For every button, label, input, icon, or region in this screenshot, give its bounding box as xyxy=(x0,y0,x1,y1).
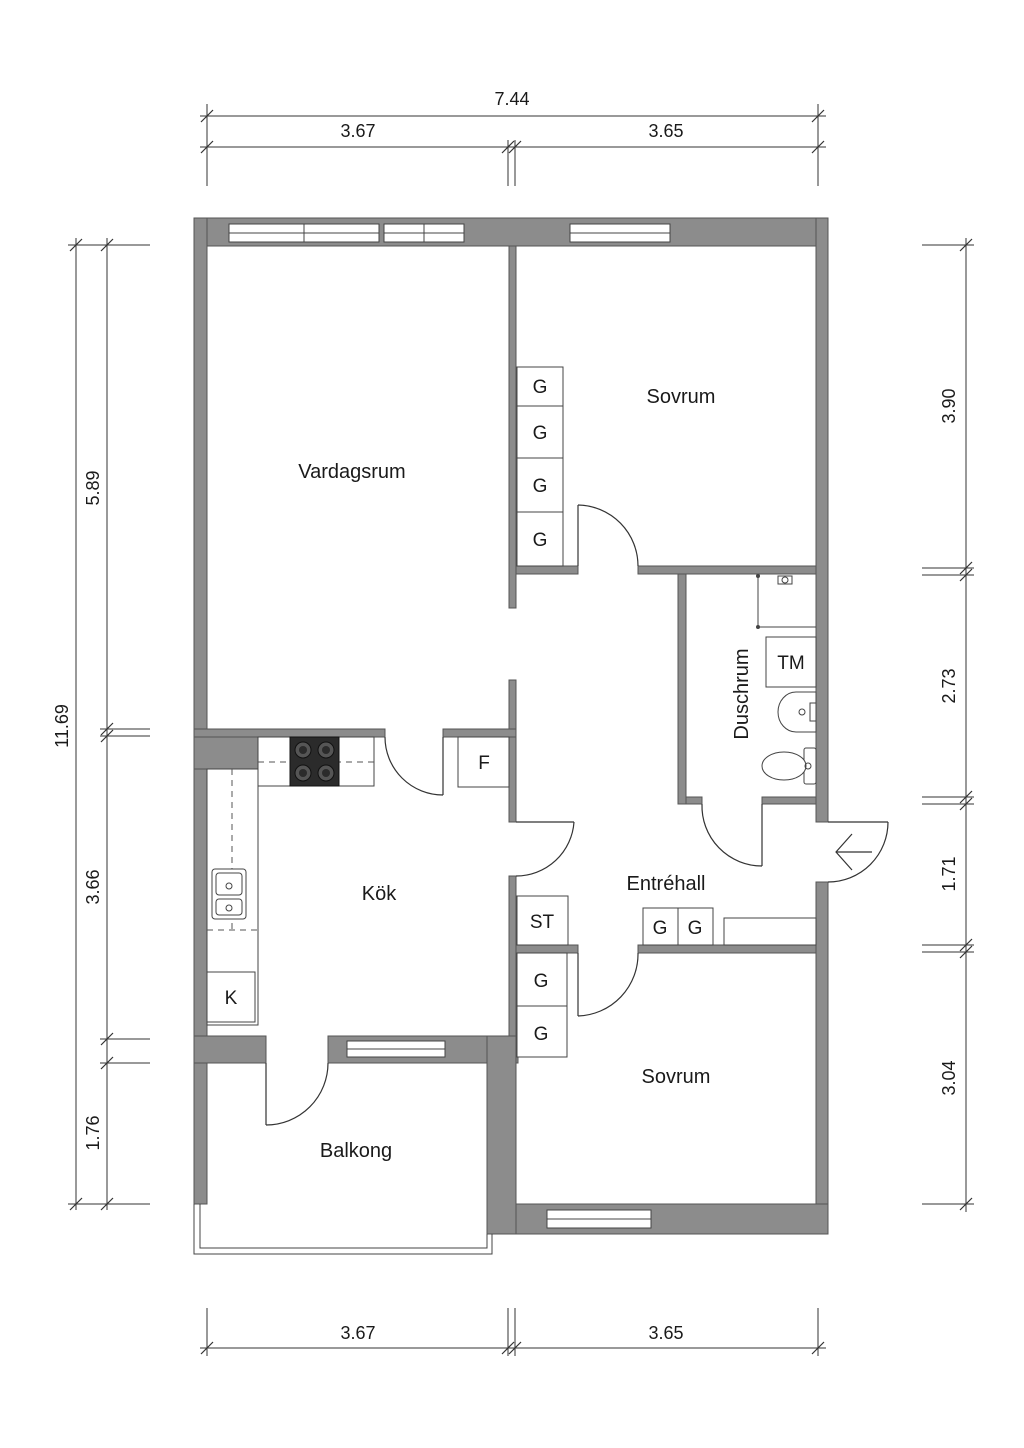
walls xyxy=(193,217,829,1235)
room-label-shower-room: Duschrum xyxy=(731,648,753,739)
dimensions-bottom: 3.67 3.65 xyxy=(200,1308,826,1356)
storage-label: ST xyxy=(530,912,555,933)
dim-left-total: 11.69 xyxy=(52,704,72,748)
dim-left-upper: 5.89 xyxy=(83,470,103,505)
shower-area xyxy=(756,574,816,629)
entrance-arrow-icon xyxy=(835,833,872,871)
room-label-living-room: Vardagsrum xyxy=(298,461,405,483)
wardrobe-top: G G G G xyxy=(516,366,564,567)
wardrobe-label: G xyxy=(534,1024,549,1045)
dim-top-total: 7.44 xyxy=(494,89,529,109)
washing-machine: TM xyxy=(765,636,817,688)
washbasin-icon xyxy=(777,691,817,733)
dim-right-4: 3.04 xyxy=(939,1060,959,1095)
room-label-balcony: Balkong xyxy=(320,1140,392,1162)
dim-right-2: 2.73 xyxy=(939,668,959,703)
fridge: F xyxy=(457,736,510,788)
wardrobe-bottom: G G xyxy=(516,952,568,1058)
cold-storage: K xyxy=(206,971,256,1023)
wardrobe-label: G xyxy=(688,918,703,939)
balcony-railing xyxy=(193,1204,493,1255)
washing-machine-label: TM xyxy=(777,653,804,674)
doors xyxy=(265,504,889,1126)
room-label-kitchen: Kök xyxy=(362,883,397,905)
room-label-bedroom-top: Sovrum xyxy=(647,386,716,408)
storage-closet: ST xyxy=(516,895,569,946)
dim-right-1: 3.90 xyxy=(939,388,959,423)
wardrobe-label: G xyxy=(533,423,548,444)
dimensions-top: 7.44 3.67 3.65 xyxy=(200,89,826,186)
wardrobe-label: G xyxy=(533,377,548,398)
cold-storage-label: K xyxy=(225,988,238,1009)
wardrobe-label: G xyxy=(534,971,549,992)
dim-top-left: 3.67 xyxy=(340,121,375,141)
dim-left-lower: 1.76 xyxy=(83,1115,103,1150)
dim-bottom-left: 3.67 xyxy=(340,1323,375,1343)
dim-bottom-right: 3.65 xyxy=(648,1323,683,1343)
toilet-icon xyxy=(761,747,817,785)
wardrobe-label: G xyxy=(533,530,548,551)
room-label-entrance-hall: Entréhall xyxy=(627,873,706,895)
wardrobe-label: G xyxy=(653,918,668,939)
fridge-label: F xyxy=(478,753,490,774)
dimensions-left: 11.69 5.89 3.66 1.76 xyxy=(52,238,150,1211)
dim-top-right: 3.65 xyxy=(648,121,683,141)
dim-left-middle: 3.66 xyxy=(83,869,103,904)
hall-shelf xyxy=(723,917,817,946)
dimensions-right: 3.90 2.73 1.71 3.04 xyxy=(922,238,974,1212)
wardrobe-hall: G G xyxy=(642,907,714,946)
windows xyxy=(228,223,671,1229)
wardrobe-label: G xyxy=(533,476,548,497)
dim-right-3: 1.71 xyxy=(939,856,959,891)
sink-icon xyxy=(211,868,247,920)
room-label-bedroom-bottom: Sovrum xyxy=(642,1066,711,1088)
stove-icon xyxy=(289,736,340,787)
